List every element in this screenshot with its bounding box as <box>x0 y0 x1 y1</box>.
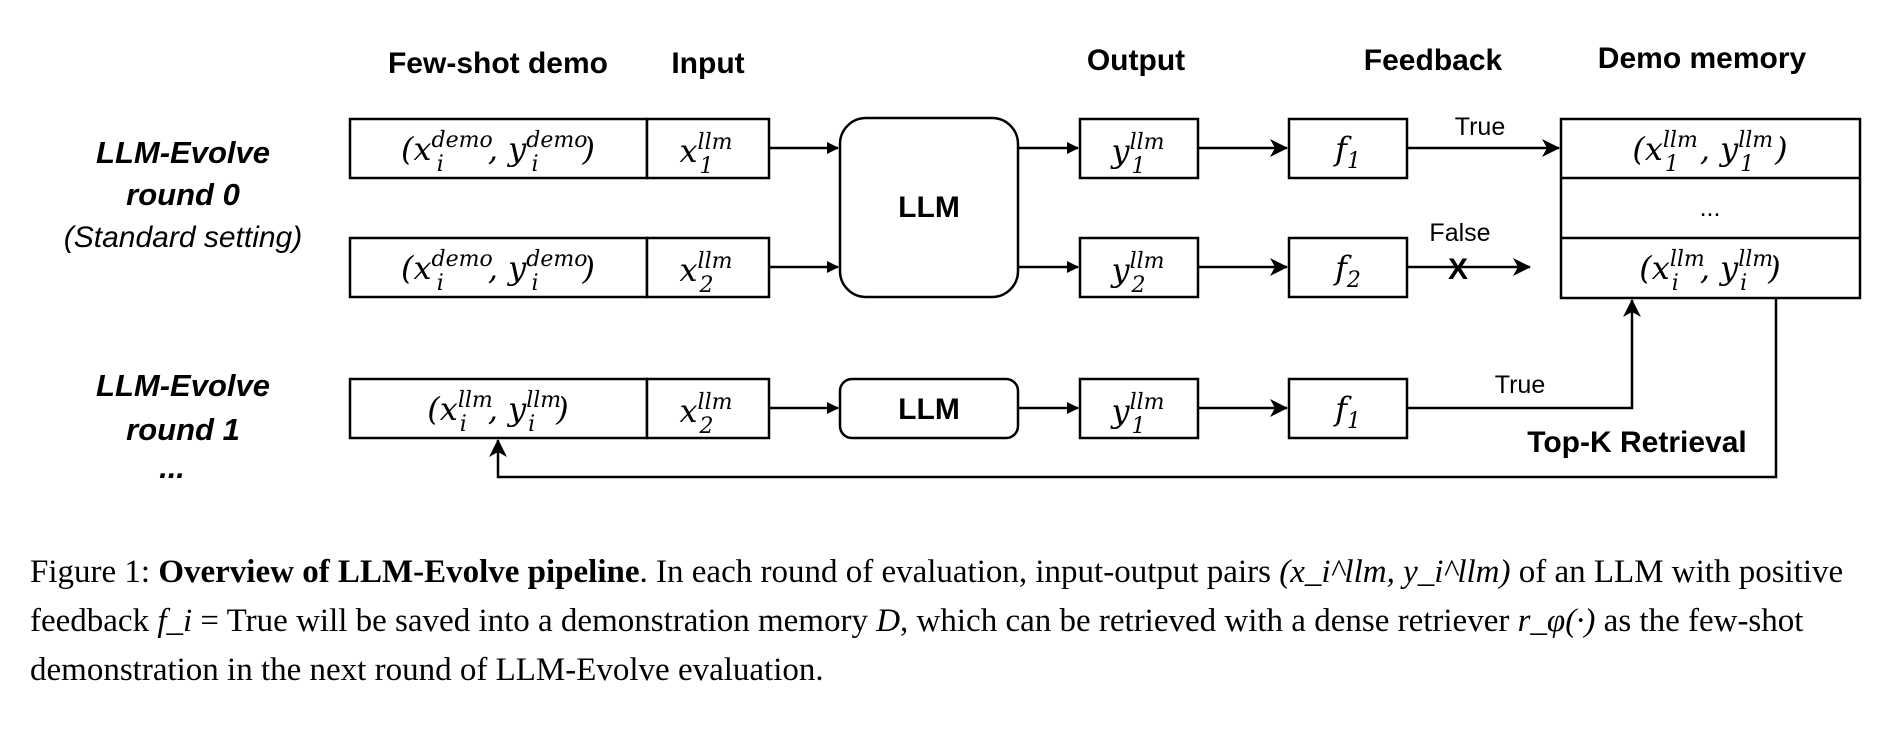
round0-title-line1: LLM-Evolve <box>96 135 270 170</box>
caption-sentence-2: of an LLM with positive feedback <box>30 554 1844 639</box>
llm-label-round1: LLM <box>898 393 960 426</box>
demo-pair-box-2 <box>348 236 649 299</box>
caption-retriever: r_φ(·) <box>1517 603 1596 639</box>
caption-figure-label: Figure 1: <box>30 554 151 590</box>
round1-title-line2: round 1 <box>126 412 240 447</box>
input-box-x2 <box>645 236 771 299</box>
header-demo-memory: Demo memory <box>1598 42 1807 75</box>
header-input: Input <box>671 47 744 80</box>
memory-ellipsis: ... <box>1700 194 1721 222</box>
round0-title-line2: round 0 <box>126 177 240 212</box>
header-fewshot-demo: Few-shot demo <box>388 47 608 80</box>
llm-label-round0: LLM <box>898 191 960 224</box>
caption-eq: = True will be saved into a demonstratio… <box>192 603 877 639</box>
label-topk-retrieval: Top-K Retrieval <box>1527 426 1746 459</box>
output-box-y1-round1 <box>1078 377 1200 440</box>
demo-pair-box-1 <box>348 117 649 180</box>
header-output: Output <box>1087 44 1185 77</box>
label-true-top: True <box>1455 113 1505 141</box>
label-true-bottom: True <box>1495 371 1545 399</box>
caption-fi: f_i <box>157 603 193 639</box>
input-box-x1 <box>645 117 771 180</box>
round1-ellipsis: ... <box>159 450 185 485</box>
caption-sentence-3: , which can be retrieved with a dense re… <box>900 603 1518 639</box>
pipeline-diagram: Few-shot demo Input Output Feedback Demo… <box>64 42 1862 485</box>
demo-memory-stack <box>1559 117 1862 300</box>
caption-pair: (x_i^llm, y_i^llm) <box>1279 554 1511 590</box>
figure-caption: Figure 1: Overview of LLM-Evolve pipelin… <box>30 548 1870 695</box>
feedback-f1-text: f1 <box>1333 130 1361 174</box>
round1-title-line1: LLM-Evolve <box>96 368 270 403</box>
caption-sentence-1: . In each round of evaluation, input-out… <box>639 554 1280 590</box>
arrow-topk-retrieval <box>489 298 1778 479</box>
caption-sentence-4: as the few-shot demonstration in the nex… <box>30 603 1804 688</box>
label-false: False <box>1429 219 1490 247</box>
output-box-y2 <box>1078 236 1200 299</box>
arrow-round1-true-to-memory <box>1407 299 1641 410</box>
caption-title: Overview of LLM-Evolve pipeline <box>158 554 640 590</box>
llm-box-round0 <box>838 116 1020 299</box>
round0-subtitle: (Standard setting) <box>64 221 302 254</box>
header-feedback: Feedback <box>1364 44 1503 77</box>
false-x-mark: X <box>1448 253 1468 286</box>
caption-D: D <box>876 603 901 639</box>
